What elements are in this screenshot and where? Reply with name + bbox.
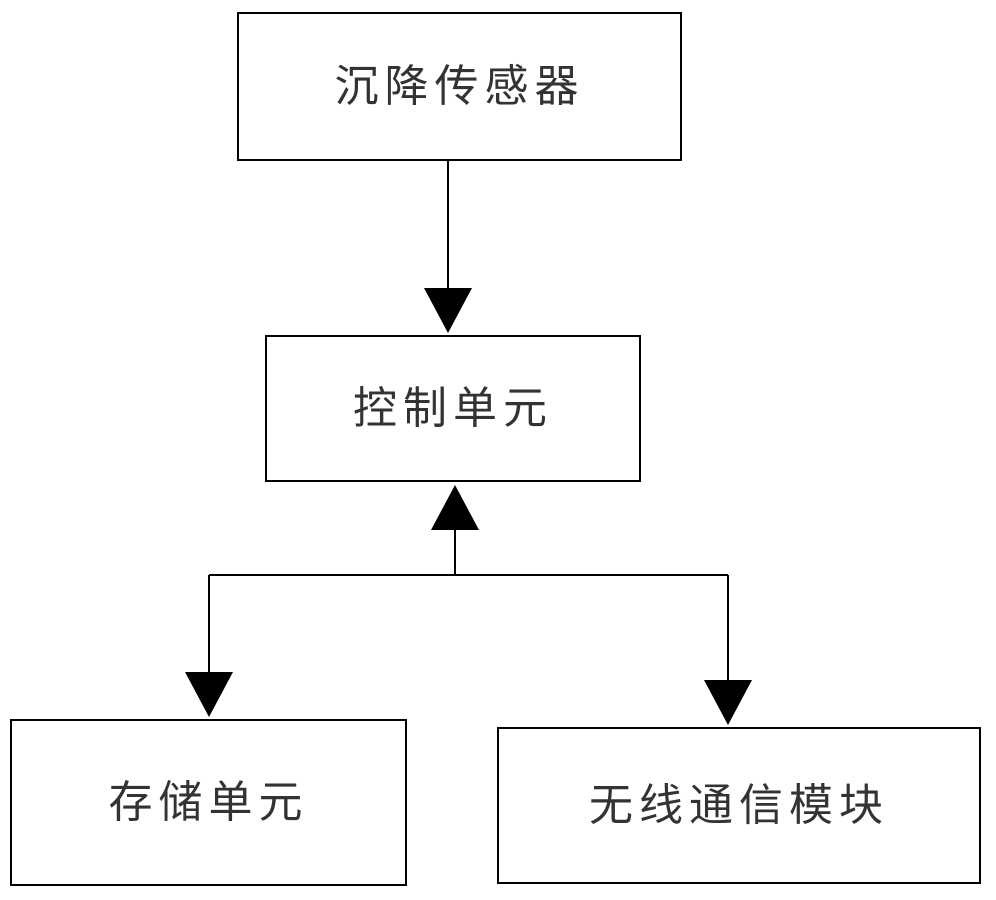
node-settlement-sensor-label: 沉降传感器 <box>334 60 585 112</box>
node-storage-unit: 存储单元 <box>10 719 407 886</box>
arrowhead-into-storage <box>185 672 233 717</box>
node-settlement-sensor: 沉降传感器 <box>237 12 682 161</box>
arrowhead-into-wireless <box>704 680 752 725</box>
node-wireless-module-label: 无线通信模块 <box>589 779 889 831</box>
arrowhead-into-control-bottom <box>431 485 479 530</box>
node-control-unit: 控制单元 <box>265 335 641 482</box>
arrowhead-into-control-top <box>424 288 472 333</box>
node-control-unit-label: 控制单元 <box>353 382 553 434</box>
node-storage-unit-label: 存储单元 <box>108 776 309 828</box>
node-wireless-module: 无线通信模块 <box>497 727 981 884</box>
